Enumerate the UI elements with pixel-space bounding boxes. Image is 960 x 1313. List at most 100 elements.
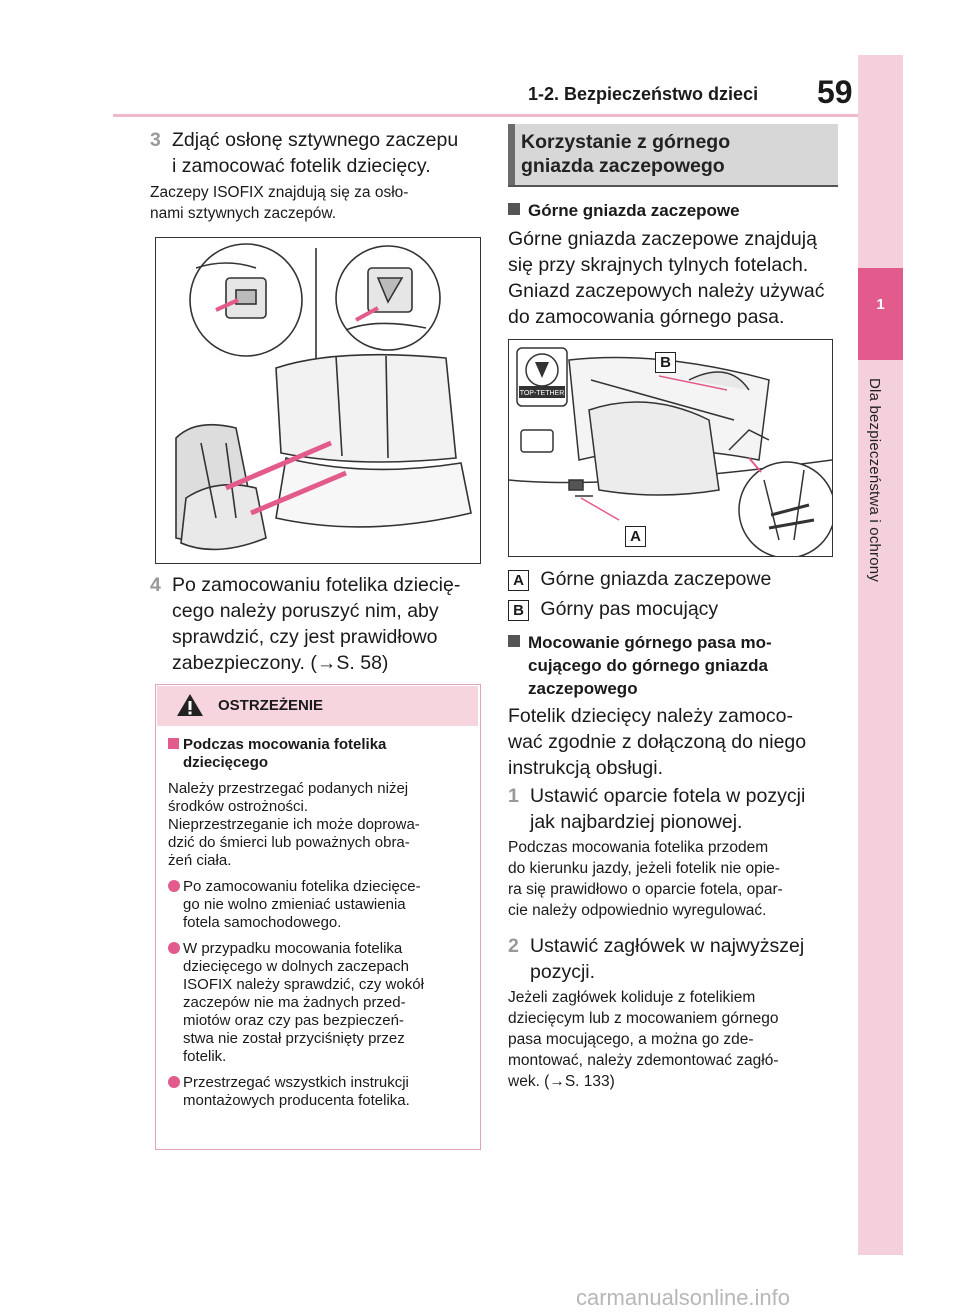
note-isofix: Zaczepy ISOFIX znajdują się za osło- nam…: [150, 182, 408, 224]
warning-line: żeń ciała.: [168, 852, 232, 869]
step-line: Ustawić oparcie fotela w pozycji: [530, 785, 806, 807]
step-line: Ustawić zagłówek w najwyższej: [530, 935, 805, 957]
subheading-text: zaczepowego: [528, 679, 638, 698]
note-headrest: Jeżeli zagłówek koliduje z fotelikiem dz…: [508, 987, 779, 1092]
top-tether-icon-text: TOP-TETHER: [520, 390, 565, 397]
legend-key: B: [508, 600, 529, 621]
warning-content: Podczas mocowania fotelika dziecięcego N…: [168, 736, 473, 1110]
paragraph-instructions: Fotelik dziecięcy należy zamoco- wać zgo…: [508, 703, 806, 781]
chapter-label: Dla bezpieczeństwa i ochrony: [866, 378, 883, 583]
paragraph-line: wać zgodnie z dołączoną do niego: [508, 731, 807, 753]
top-tether-drawing: TOP-TETHER: [509, 347, 832, 556]
bullet-square-icon: [508, 203, 520, 215]
step-line: zabezpieczony. (→S. 58): [172, 652, 389, 674]
warning-line: środków ostrożności.: [168, 798, 309, 815]
warning-line: dzić do śmierci lub poważnych obra-: [168, 834, 410, 851]
note-line: montować, należy zdemontować zagłó-: [508, 1052, 779, 1069]
warning-header: [157, 686, 478, 726]
warning-box: [155, 684, 481, 1150]
note-seatback: Podczas mocowania fotelika przodem do ki…: [508, 837, 783, 921]
step-line: pozycji.: [530, 961, 596, 983]
top-tether-illustration: TOP-TETHER B A: [508, 339, 833, 557]
section-title: Korzystanie z górnego gniazda zaczepoweg…: [521, 130, 730, 178]
paragraph-line: do zamocowania górnego pasa.: [508, 306, 785, 328]
note-line: wek. (→S. 133): [508, 1073, 615, 1090]
legend-b: B Górny pas mocujący: [508, 596, 718, 622]
warning-line: Należy przestrzegać podanych niżej: [168, 780, 409, 797]
paragraph-line: Górne gniazda zaczepowe znajdują: [508, 228, 817, 250]
step-line: Zdjąć osłonę sztywnego zaczepu: [172, 129, 459, 151]
step-number: 2: [508, 935, 519, 957]
paragraph-line: instrukcją obsługi.: [508, 757, 663, 779]
warning-subhead: Podczas mocowania fotelika dziecięcego: [168, 736, 473, 772]
warning-line: W przypadku mocowania fotelika: [183, 940, 403, 957]
subheading-top-tether: Górne gniazda zaczepowe: [508, 199, 740, 222]
bullet-dot-icon: [168, 1076, 180, 1088]
chapter-tab: [858, 268, 903, 360]
warning-title: OSTRZEŻENIE: [218, 697, 324, 714]
warning-line: dziecięcego w dolnych zaczepach: [183, 958, 409, 975]
isofix-illustration: [155, 237, 481, 564]
step-line: sprawdzić, czy jest prawidłowo: [172, 626, 438, 648]
note-line: cie należy odpowiednio wyregulować.: [508, 902, 767, 919]
warning-line: miotów oraz czy pas bezpieczeń-: [183, 1012, 404, 1029]
subheading-text: Mocowanie górnego pasa mo-: [528, 633, 772, 652]
paragraph-line: się przy skrajnych tylnych fotelach.: [508, 254, 809, 276]
warning-subhead-line: dziecięcego: [183, 754, 269, 771]
step-number: 4: [150, 574, 161, 596]
note-line: ra się prawidłowo o oparcie fotela, opar…: [508, 881, 783, 898]
warning-bullet: W przypadku mocowania fotelika dziecięce…: [168, 940, 473, 1066]
side-tab-strip: [858, 55, 903, 1255]
bullet-dot-icon: [168, 942, 180, 954]
header-divider: [113, 114, 858, 117]
section-banner: [508, 124, 838, 186]
warning-line: montażowych producenta fotelika.: [183, 1092, 410, 1109]
warning-line: fotela samochodowego.: [183, 914, 342, 931]
step-1: 1 Ustawić oparcie fotela w pozycji jak n…: [508, 783, 805, 835]
warning-line: Przestrzegać wszystkich instrukcji: [183, 1074, 409, 1091]
note-line: Jeżeli zagłówek koliduje z fotelikiem: [508, 989, 756, 1006]
warning-line: Po zamocowaniu fotelika dziecięce-: [183, 878, 421, 895]
subheading-text: cującego do górnego gniazda: [528, 656, 768, 675]
warning-subhead-line: Podczas mocowania fotelika: [183, 736, 387, 753]
header-section-title: 1-2. Bezpieczeństwo dzieci: [528, 84, 759, 104]
section-underline: [508, 185, 838, 187]
note-line: dziecięcym lub z mocowaniem górnego: [508, 1010, 779, 1027]
step-2: 2 Ustawić zagłówek w najwyższej pozycji.: [508, 933, 804, 985]
warning-line: ISOFIX należy sprawdzić, czy wokół: [183, 976, 424, 993]
note-line: Zaczepy ISOFIX znajdują się za osło-: [150, 184, 409, 201]
warning-bullet: Przestrzegać wszystkich instrukcji monta…: [168, 1074, 473, 1110]
paragraph-line: Gniazd zaczepowych należy używać: [508, 280, 825, 302]
note-line: do kierunku jazdy, jeżeli fotelik nie op…: [508, 860, 780, 877]
legend-text: Górne gniazda zaczepowe: [540, 568, 772, 590]
warning-bullet: Po zamocowaniu fotelika dziecięce- go ni…: [168, 878, 473, 932]
warning-line: Nieprzestrzeganie ich może doprowa-: [168, 816, 420, 833]
chapter-number: 1: [876, 296, 885, 313]
legend-a: A Górne gniazda zaczepowe: [508, 566, 771, 592]
step-number: 1: [508, 785, 519, 807]
warning-line: stwa nie został przyciśnięty przez: [183, 1030, 405, 1047]
warning-line: fotelik.: [183, 1048, 227, 1065]
note-line: Podczas mocowania fotelika przodem: [508, 839, 769, 856]
legend-key: A: [508, 570, 529, 591]
warning-triangle-icon: [177, 694, 203, 716]
step-line: i zamocować fotelik dziecięcy.: [172, 155, 431, 177]
watermark: carmanualsonline.info: [576, 1285, 791, 1310]
figure-label-a: A: [625, 526, 646, 547]
step-line: Po zamocowaniu fotelika dziecię-: [172, 574, 461, 596]
step-line: jak najbardziej pionowej.: [530, 811, 743, 833]
warning-intro: Należy przestrzegać podanych niżej środk…: [168, 780, 473, 870]
subheading-attach-tether: Mocowanie górnego pasa mo- cującego do g…: [508, 631, 772, 700]
step-number: 3: [150, 129, 161, 151]
paragraph-location: Górne gniazda zaczepowe znajdują się prz…: [508, 226, 817, 278]
section-title-line: gniazda zaczepowego: [521, 155, 725, 177]
page-number: 59: [817, 74, 853, 110]
bullet-dot-icon: [168, 880, 180, 892]
note-line: pasa mocującego, a można go zde-: [508, 1031, 754, 1048]
bullet-square-icon: [168, 738, 179, 749]
warning-line: zaczepów nie ma żadnych przed-: [183, 994, 406, 1011]
step-line: cego należy poruszyć nim, aby: [172, 600, 439, 622]
isofix-drawing: [175, 243, 472, 551]
section-title-line: Korzystanie z górnego: [521, 131, 731, 153]
note-line: nami sztywnych zaczepów.: [150, 205, 337, 222]
